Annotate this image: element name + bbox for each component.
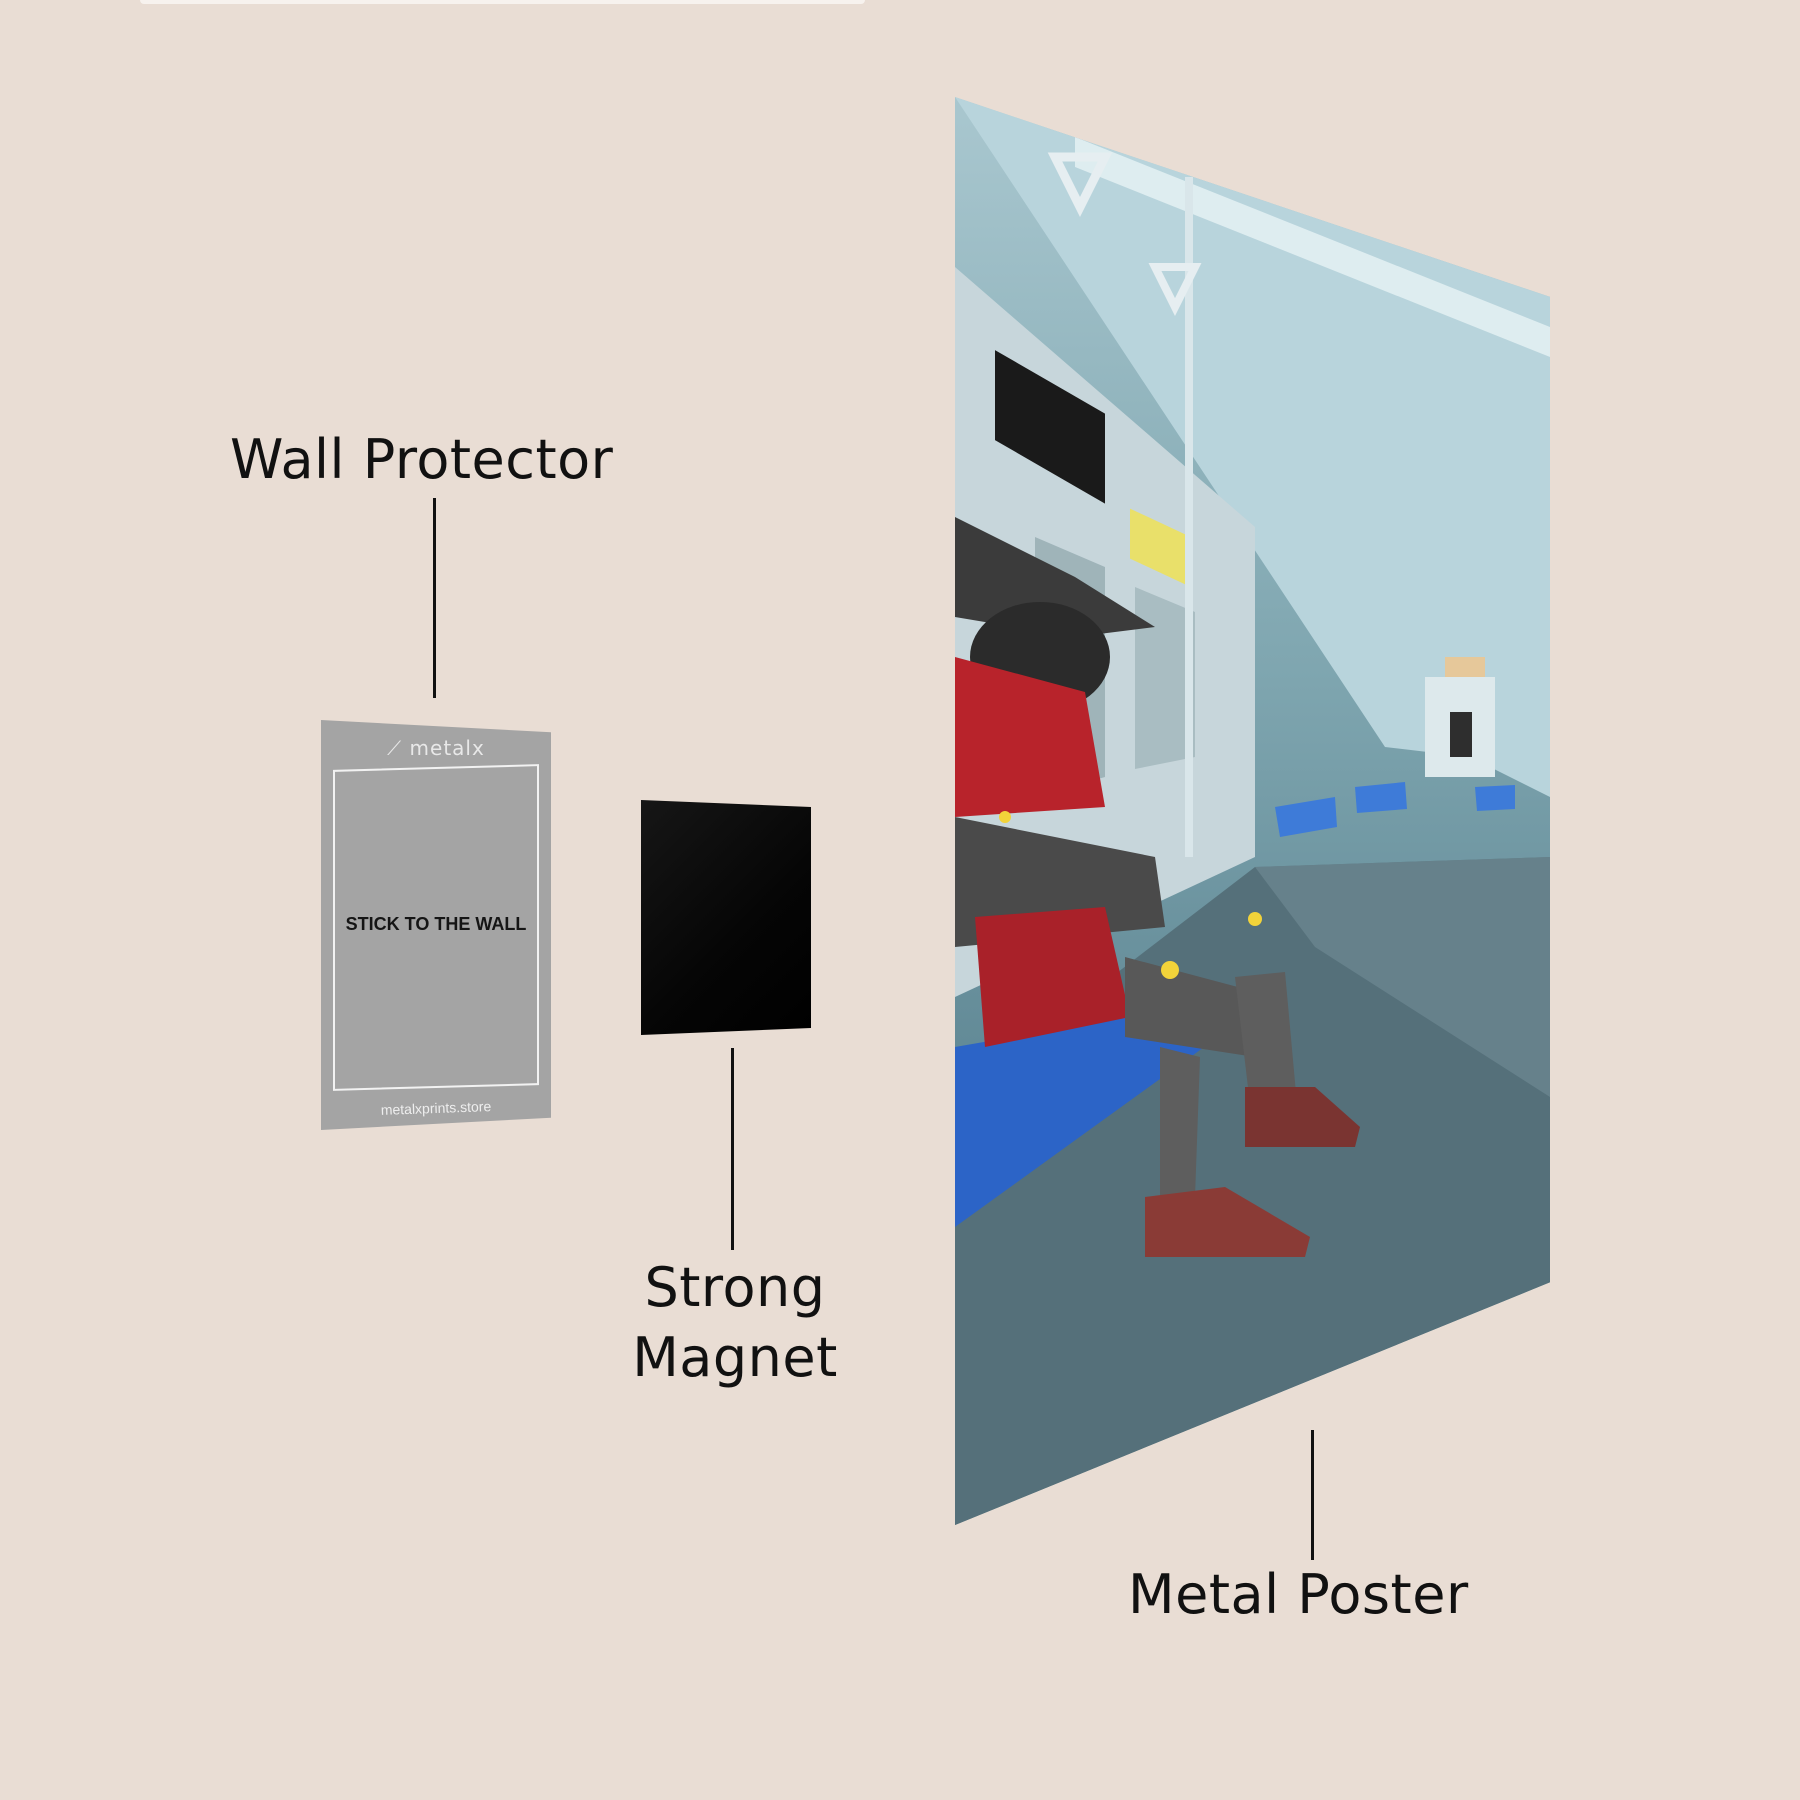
strong-magnet <box>641 800 811 1035</box>
top-edge-bar <box>140 0 865 4</box>
metal-poster-label: Metal Poster <box>1128 1563 1469 1626</box>
strong-magnet-line <box>731 1048 734 1250</box>
metal-poster <box>955 97 1550 1525</box>
poster-artwork <box>955 97 1550 1525</box>
strong-magnet-label: Strong Magnet <box>620 1253 850 1393</box>
strong-magnet-label-line2: Magnet <box>632 1326 838 1389</box>
strong-magnet-label-line1: Strong <box>644 1256 826 1319</box>
metalx-logo: ⟋ metalx <box>387 736 485 760</box>
metal-poster-line <box>1311 1430 1314 1560</box>
protector-website: metalxprints.store <box>380 1098 492 1118</box>
stick-to-wall-text: STICK TO THE WALL <box>345 914 527 934</box>
wall-protector-label: Wall Protector <box>230 428 614 491</box>
wall-protector-card: ⟋ metalx STICK TO THE WALL metalxprints.… <box>321 720 551 1130</box>
wall-protector-line <box>433 498 436 698</box>
metalx-logo-icon: ⟋ <box>387 736 403 760</box>
